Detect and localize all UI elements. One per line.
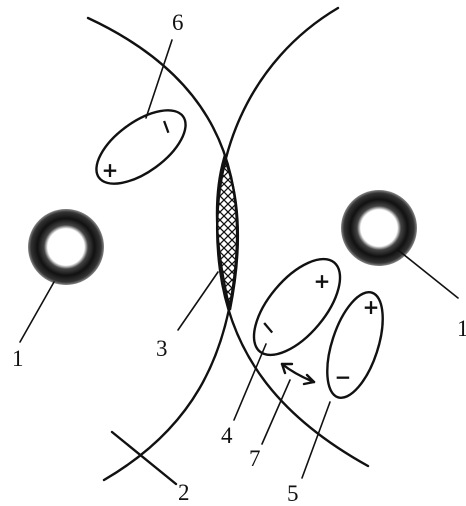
dipole-5-minus: − <box>335 365 352 389</box>
label-7: 7 <box>249 446 261 471</box>
contact-zone-3 <box>217 158 238 310</box>
dipole-6-plus: + <box>102 158 119 182</box>
label-1-left: 1 <box>12 346 24 371</box>
leader-line-4 <box>234 344 266 420</box>
leader-line-6 <box>146 40 172 118</box>
leader-line-1-right <box>398 250 458 298</box>
label-6: 6 <box>172 10 184 35</box>
dipole-6 <box>84 96 198 198</box>
particle-1-right <box>341 190 417 266</box>
leader-line-3 <box>178 272 218 330</box>
label-2: 2 <box>178 480 190 505</box>
membrane-pointer-line-2 <box>112 432 176 484</box>
oscillation-arrow-7 <box>282 364 314 382</box>
label-4: 4 <box>221 423 233 448</box>
left-cell-membrane-arc <box>88 18 237 480</box>
label-5: 5 <box>287 481 299 506</box>
dipole-6-minus: − <box>153 115 181 139</box>
dipole-5-plus: + <box>363 295 380 319</box>
dipole-5 <box>316 286 394 405</box>
label-1-right: 1 <box>457 316 466 341</box>
dipole-4-plus: + <box>314 269 331 293</box>
label-3: 3 <box>156 336 168 361</box>
leader-line-1-left <box>20 282 54 342</box>
particle-1-left <box>28 209 104 285</box>
leader-line-7 <box>262 380 290 444</box>
dipole-4 <box>238 245 355 370</box>
